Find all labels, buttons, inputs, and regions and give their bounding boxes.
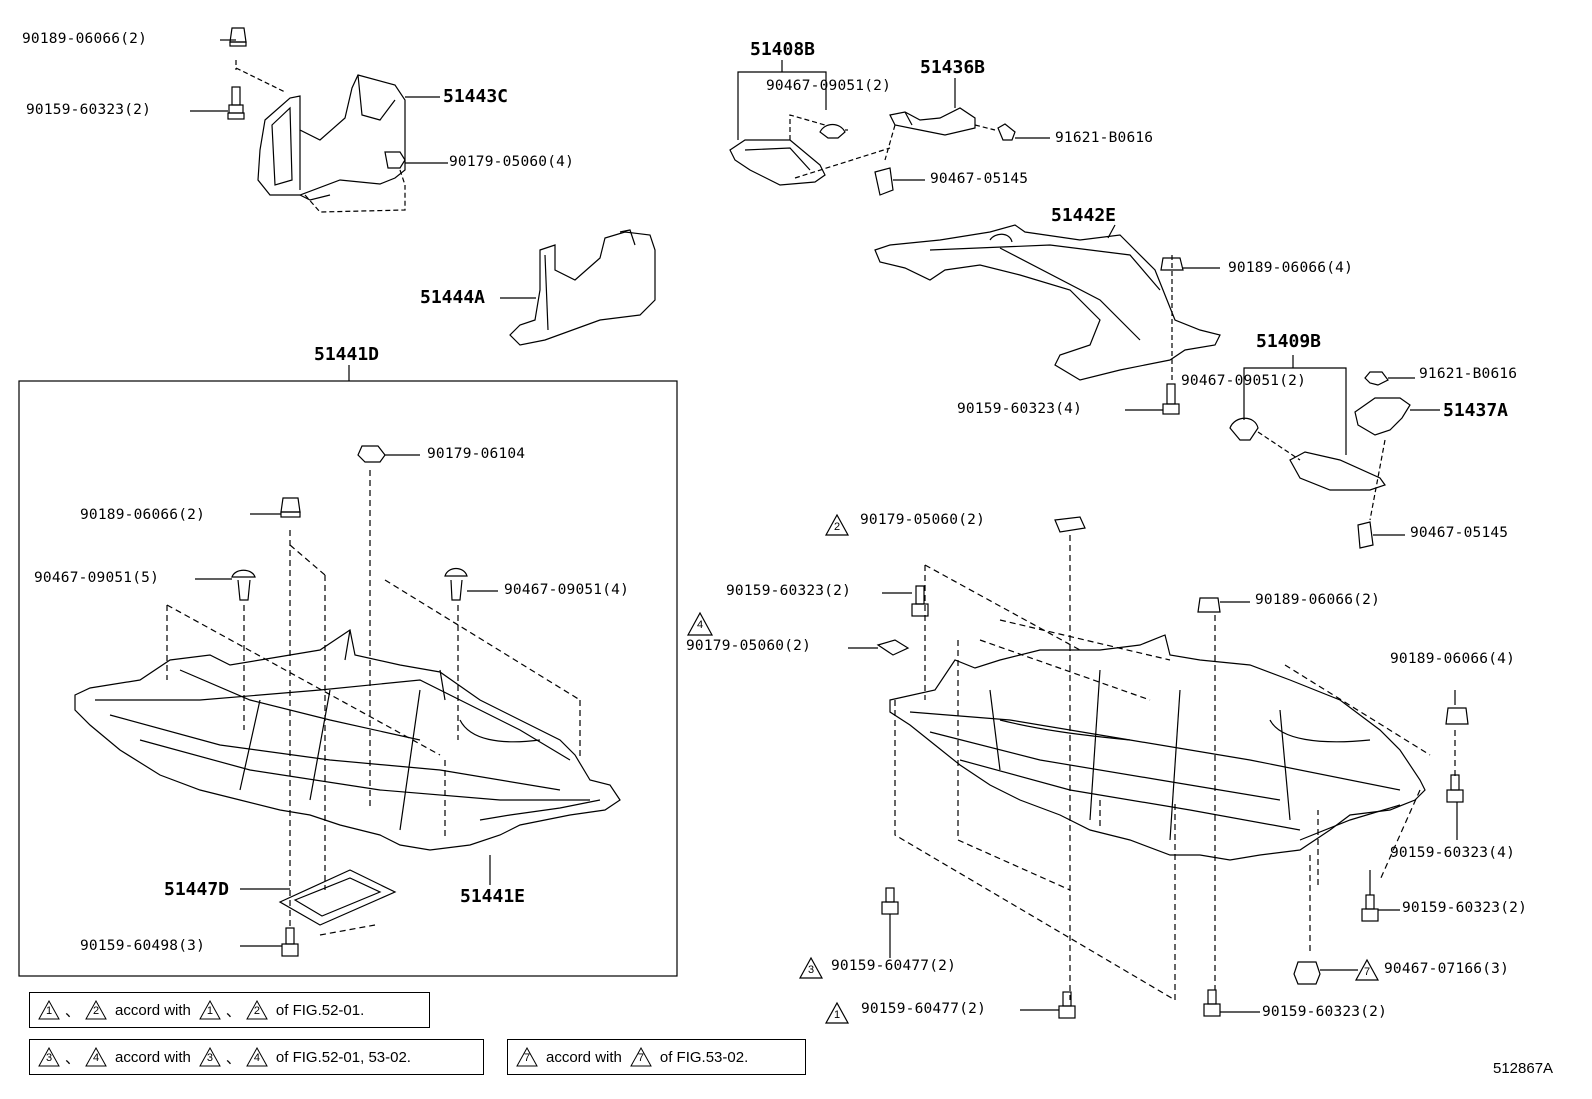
fastener-label[interactable]: 90179-05060(4) [449,154,575,170]
marker-2: 2 [833,521,841,533]
fastener-label[interactable]: 90159-60323(2) [1262,1004,1388,1020]
fastener-label[interactable]: 90189-06066(4) [1390,651,1516,667]
triangle-icon: 1 [199,1000,221,1020]
fastener-label[interactable]: 90159-60477(2) [831,958,957,974]
fastener-label[interactable]: 90467-09051(2) [1181,373,1307,389]
figure-code: 512867A [1493,1060,1554,1077]
marker-triangle-4 [686,611,714,636]
triangle-icon: 3 [38,1047,60,1067]
part-label-51443C[interactable]: 51443C [443,86,509,107]
fastener-label[interactable]: 90467-09051(5) [34,570,160,586]
part-label-51442E[interactable]: 51442E [1051,205,1117,226]
marker-1: 1 [833,1009,841,1021]
part-51441E-drawing [74,629,621,851]
fastener-label[interactable]: 90159-60323(4) [957,401,1083,417]
fastener-label[interactable]: 90159-60323(2) [26,102,152,118]
marker-4: 4 [696,619,704,631]
fastener-label[interactable]: 90159-60498(3) [80,938,206,954]
fastener-label[interactable]: 90189-06066(2) [22,31,148,47]
part-right-undercover-drawing [889,634,1426,861]
part-51443C-drawing [257,74,406,201]
part-label-51436B[interactable]: 51436B [920,57,986,78]
note-2: 3 、 4 accord with 3 、 4 of FIG.52-01, 53… [29,1039,484,1075]
bolt-91621-B0616-icon [997,123,1050,141]
triangle-icon: 7 [630,1047,652,1067]
fastener-label[interactable]: 90467-09051(2) [766,78,892,94]
fastener-label[interactable]: 90179-05060(2) [686,638,812,654]
part-label-51444A[interactable]: 51444A [420,287,486,308]
part-51447D-drawing [278,869,397,926]
part-51442E-drawing [874,224,1221,381]
note-3: 7 accord with 7 of FIG.53-02. [507,1039,806,1075]
fastener-label[interactable]: 90189-06066(4) [1228,260,1354,276]
assembly-box-51441D [18,380,678,977]
part-51436B-drawing [889,107,976,136]
triangle-icon: 3 [199,1047,221,1067]
clip-90189-06066-icon [1160,257,1220,271]
triangle-icon: 1 [38,1000,60,1020]
part-label-51437A[interactable]: 51437A [1443,400,1509,421]
fastener-label[interactable]: 90159-60477(2) [861,1001,987,1017]
part-label-51441E[interactable]: 51441E [460,886,526,907]
part-51437A-drawing [1354,397,1411,436]
note-1: 1 、 2 accord with 1 、 2 of FIG.52-01. [29,992,430,1028]
group-label-51409B[interactable]: 51409B [1256,331,1322,352]
triangle-icon: 2 [85,1000,107,1020]
group-label-51408B[interactable]: 51408B [750,39,816,60]
fastener-label[interactable]: 90467-09051(4) [504,582,630,598]
marker-triangle-2 [824,513,850,536]
nut-90467-05145-icon [874,167,925,196]
nut-90467-05145-b-icon [1357,521,1405,549]
part-51444A-drawing [509,229,656,346]
fastener-label[interactable]: 90189-06066(2) [80,507,206,523]
fastener-label[interactable]: 90467-05145 [1410,525,1509,541]
marker-3: 3 [807,964,815,976]
triangle-icon: 4 [246,1047,268,1067]
group-label-51441D[interactable]: 51441D [314,344,380,365]
fastener-icons-left [195,445,498,957]
fastener-label[interactable]: 90159-60323(2) [1402,900,1528,916]
fastener-label[interactable]: 90159-60323(2) [726,583,852,599]
marker-7: 7 [1363,966,1371,978]
fastener-label[interactable]: 90189-06066(2) [1255,592,1381,608]
fastener-icons-top-left [227,27,406,169]
triangle-icon: 2 [246,1000,268,1020]
part-51408B-drawing [729,123,846,186]
fastener-label[interactable]: 90159-60323(4) [1390,845,1516,861]
fastener-label[interactable]: 91621-B0616 [1419,366,1518,382]
triangle-icon: 7 [516,1047,538,1067]
fastener-icons-right [848,516,1469,1019]
marker-triangle-7 [1354,958,1380,981]
fastener-label[interactable]: 90467-05145 [930,171,1029,187]
fastener-label[interactable]: 90179-06104 [427,446,526,462]
part-51409B-drawing [1229,417,1386,491]
fastener-label[interactable]: 90467-07166(3) [1384,961,1510,977]
bolt-90159-60323-icon [1125,383,1180,415]
fastener-label[interactable]: 90179-05060(2) [860,512,986,528]
marker-triangle-3 [798,956,824,979]
part-label-51447D[interactable]: 51447D [164,879,230,900]
fastener-label[interactable]: 91621-B0616 [1055,130,1154,146]
triangle-icon: 4 [85,1047,107,1067]
marker-triangle-1 [824,1001,850,1024]
